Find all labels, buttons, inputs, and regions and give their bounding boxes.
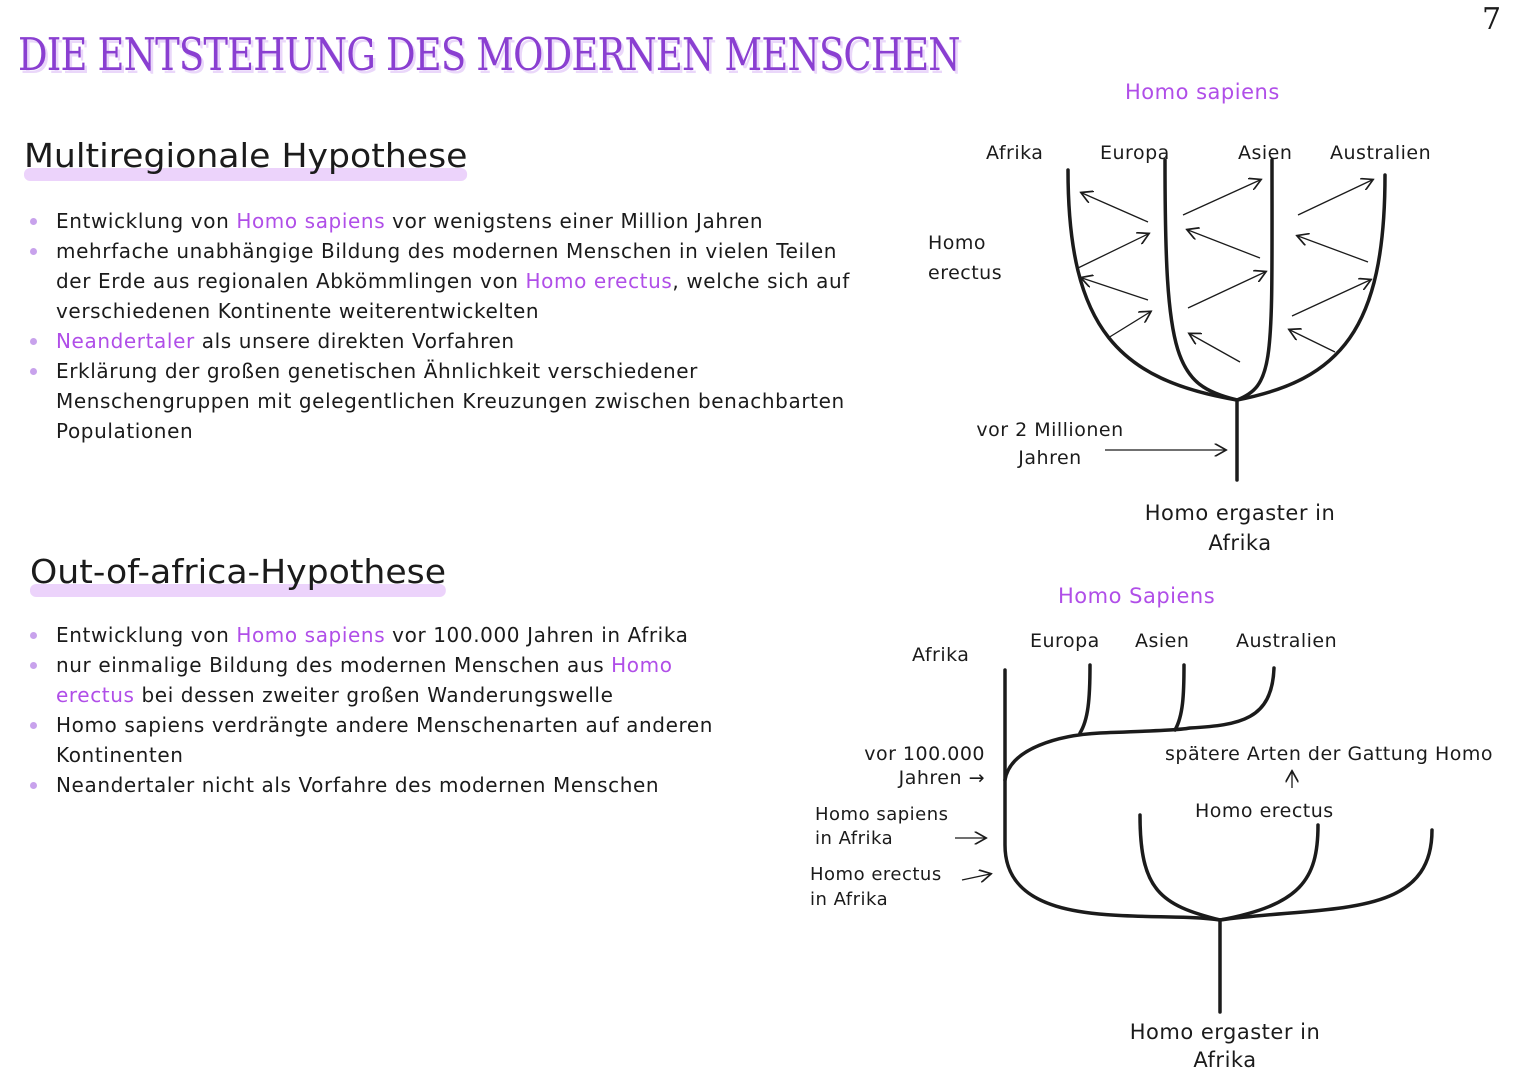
bullet-text: vor 100.000 Jahren in Afrika [385, 623, 689, 647]
heading-out-of-africa: Out-of-africa-Hypothese [30, 552, 447, 597]
tree-2-region-1: Afrika [912, 644, 970, 666]
tree-1-branches [1066, 158, 1387, 482]
bullet-item: Erklärung der großen genetischen Ähnlich… [30, 356, 865, 446]
tree-2-arrows [955, 772, 1292, 880]
tree-1-time-label: vor 2 Millionen Jahren [976, 419, 1124, 469]
tree-1-region-3: Asien [1238, 142, 1293, 164]
bullet-list-out-of-africa: Entwicklung von Homo sapiens vor 100.000… [30, 620, 750, 800]
tree-1-root-label: Homo ergaster in Afrika [1144, 501, 1336, 555]
bullet-item: Entwicklung von Homo sapiens vor 100.000… [30, 620, 750, 650]
tree-2-top-label: Homo Sapiens [1058, 584, 1216, 608]
tree-2-sapiens-label: Homo sapiens in Afrika [815, 804, 949, 849]
heading-multiregional: Multiregionale Hypothese [24, 136, 468, 181]
bullet-text: vor wenigstens einer Million Jahren [385, 209, 764, 233]
bullet-item: nur einmalige Bildung des modernen Mensc… [30, 650, 750, 710]
tree-2-erectus-africa-label: Homo erectus in Afrika [810, 864, 942, 910]
tree-2-erectus-label: Homo erectus [1195, 800, 1334, 822]
bullet-item: Homo sapiens verdrängte andere Menschena… [30, 710, 750, 770]
tree-1-region-2: Europa [1100, 142, 1170, 164]
bullet-text: Entwicklung von [56, 209, 237, 233]
highlighted-term: Homo sapiens [236, 623, 386, 647]
tree-2-root-label: Homo ergaster in Afrika [1129, 1020, 1321, 1072]
bullet-text: , welche sich auf verschiedenen Kontinen… [56, 269, 850, 323]
tree-2-branches [1003, 663, 1434, 1014]
tree-1-arrows [1077, 180, 1372, 450]
bullet-text: nur einmalige Bildung des modernen Mensc… [56, 653, 612, 677]
heading-multiregional-text: Multiregionale Hypothese [24, 136, 468, 175]
tree-2-region-4: Australien [1236, 630, 1338, 652]
highlighted-term: Homo sapiens [236, 209, 386, 233]
highlighted-term: Neandertaler [56, 329, 195, 353]
bullet-text: mehrfache unabhängige Bildung des modern… [56, 239, 838, 293]
bullet-text: als unsere direkten Vorfahren [194, 329, 515, 353]
bullet-item: Neandertaler als unsere direkten Vorfahr… [30, 326, 865, 356]
bullet-text: Entwicklung von [56, 623, 237, 647]
tree-1-side-label: Homo erectus [928, 232, 1003, 284]
bullet-list-multiregional: Entwicklung von Homo sapiens vor wenigst… [30, 206, 865, 446]
tree-2-region-2: Europa [1030, 630, 1100, 652]
bullet-item: Neandertaler nicht als Vorfahre des mode… [30, 770, 750, 800]
bullet-text: Homo sapiens verdrängte andere Menschena… [56, 713, 714, 767]
heading-out-of-africa-text: Out-of-africa-Hypothese [30, 552, 447, 591]
page-number: 7 [1482, 2, 1502, 37]
highlighted-term: Homo erectus [525, 269, 673, 293]
tree-2-later-species-label: spätere Arten der Gattung Homo [1165, 743, 1493, 765]
tree-1-top-label: Homo sapiens [1125, 80, 1280, 104]
bullet-text: bei dessen zweiter großen Wanderungswell… [134, 683, 614, 707]
bullet-item: Entwicklung von Homo sapiens vor wenigst… [30, 206, 865, 236]
tree-1-region-4: Australien [1330, 142, 1432, 164]
bullet-text: Neandertaler nicht als Vorfahre des mode… [56, 773, 660, 797]
page-title: DIE ENTSTEHUNG DES MODERNEN MENSCHEN [18, 28, 961, 81]
tree-1-region-1: Afrika [986, 142, 1044, 164]
tree-2-time-label: vor 100.000 Jahren → [864, 743, 985, 789]
highlighted-term: Homo erectus [56, 653, 673, 707]
bullet-text: Erklärung der großen genetischen Ähnlich… [56, 359, 845, 443]
tree-2-region-3: Asien [1135, 630, 1190, 652]
bullet-item: mehrfache unabhängige Bildung des modern… [30, 236, 865, 326]
